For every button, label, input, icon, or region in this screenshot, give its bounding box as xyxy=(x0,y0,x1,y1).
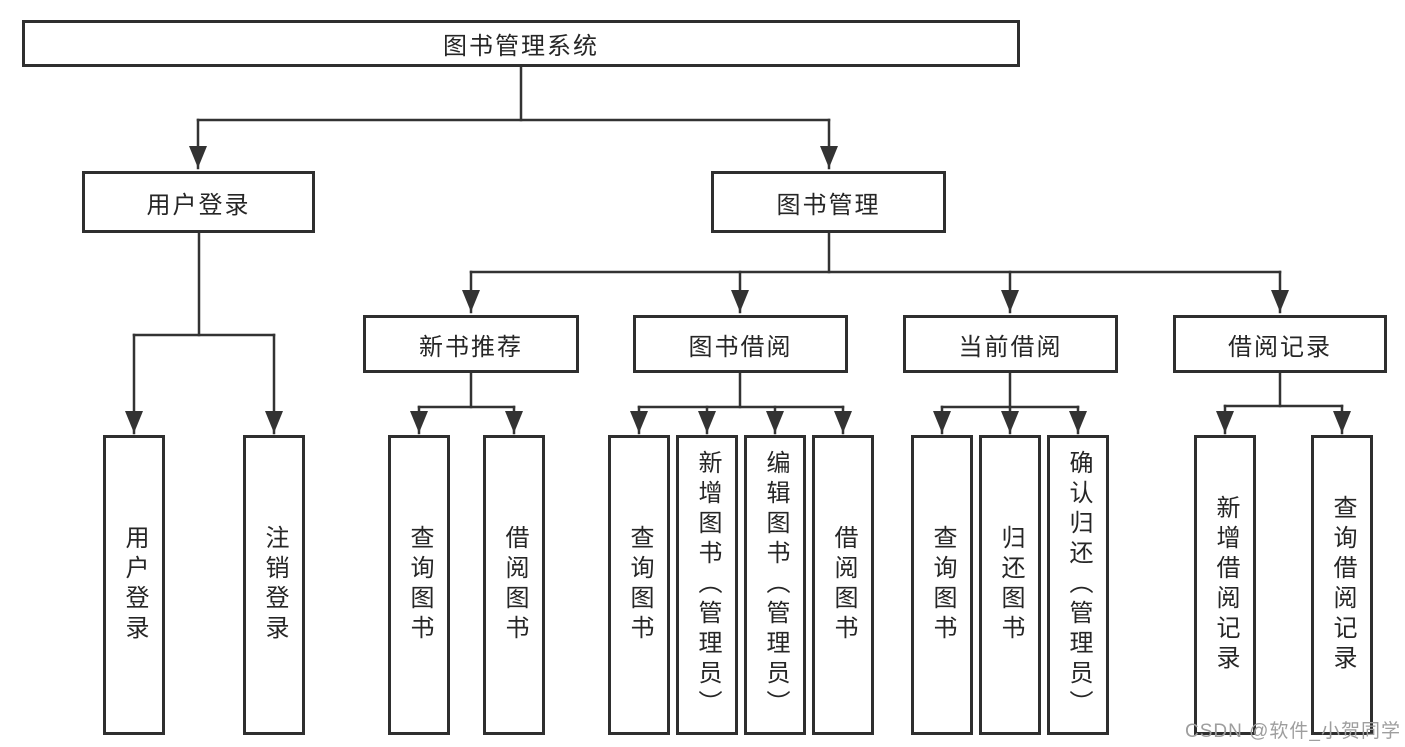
csdn-watermark: CSDN @软件_小贺同学 xyxy=(1185,721,1401,742)
leaf-borrow-books-borrowing: 借阅图书 xyxy=(812,435,874,735)
leaf-edit-book-admin: 编辑图书（管理员） xyxy=(744,435,806,735)
leaf-query-borrow-record: 查询借阅记录 xyxy=(1311,435,1373,735)
node-borrowing-records: 借阅记录 xyxy=(1173,315,1387,373)
node-new-book-recommend: 新书推荐 xyxy=(363,315,579,373)
leaf-user-login: 用户登录 xyxy=(103,435,165,735)
node-book-borrowing: 图书借阅 xyxy=(633,315,848,373)
leaf-confirm-return-admin: 确认归还（管理员） xyxy=(1047,435,1109,735)
leaf-query-books-borrowing: 查询图书 xyxy=(608,435,670,735)
leaf-add-book-admin: 新增图书（管理员） xyxy=(676,435,738,735)
leaf-query-books-current: 查询图书 xyxy=(911,435,973,735)
leaf-query-books-recommend: 查询图书 xyxy=(388,435,450,735)
leaf-logout: 注销登录 xyxy=(243,435,305,735)
leaf-add-borrow-record: 新增借阅记录 xyxy=(1194,435,1256,735)
node-root-book-management-system: 图书管理系统 xyxy=(22,20,1020,67)
node-current-borrowing: 当前借阅 xyxy=(903,315,1118,373)
node-user-login: 用户登录 xyxy=(82,171,315,233)
leaf-return-book: 归还图书 xyxy=(979,435,1041,735)
node-book-management: 图书管理 xyxy=(711,171,946,233)
leaf-borrow-books-recommend: 借阅图书 xyxy=(483,435,545,735)
